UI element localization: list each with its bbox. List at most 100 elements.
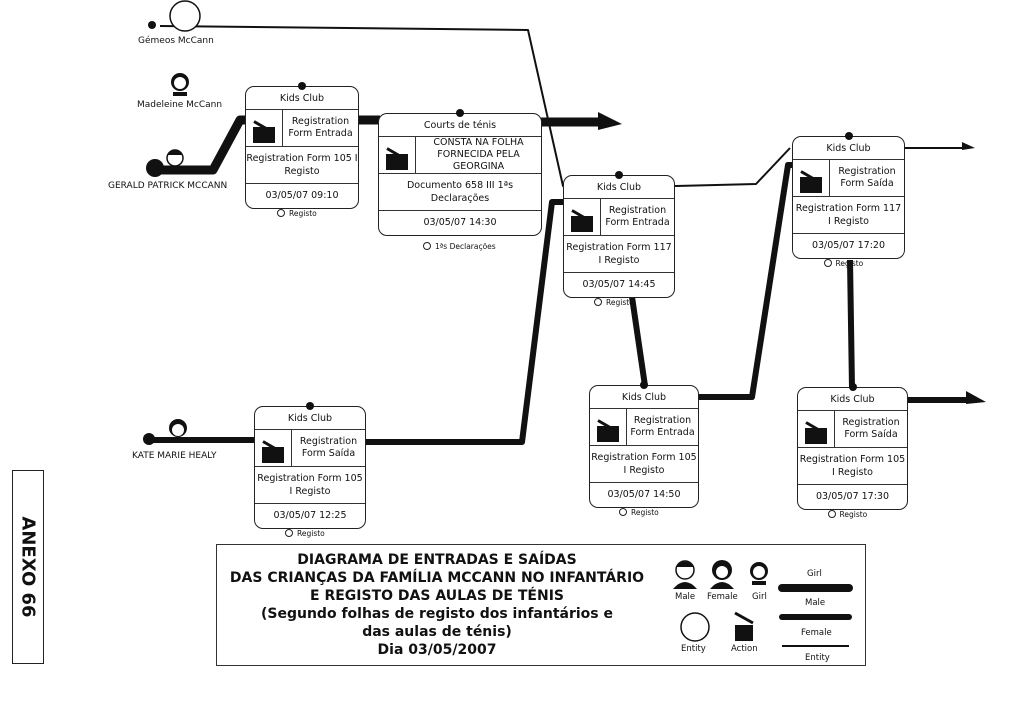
annex-label: ANEXO 66: [12, 470, 44, 664]
diagram-title: DIAGRAMA DE ENTRADAS E SAÍDAS DAS CRIANÇ…: [217, 551, 657, 659]
legend-line-male: Male: [805, 598, 826, 608]
card-action: Registration Form Entrada: [288, 116, 353, 139]
title-line: (Segundo folhas de registo dos infantári…: [261, 606, 613, 622]
kate-female-line-2: [365, 199, 565, 445]
card-reference: Registration Form 105 I Registo: [798, 448, 907, 485]
action-icon: [793, 160, 830, 196]
connector-dot: [848, 383, 857, 391]
card-datetime: 03/05/07 17:30: [815, 491, 890, 502]
action-icon: [564, 199, 601, 235]
kate-label: KATE MARIE HEALY: [132, 451, 217, 461]
female-icon: [169, 419, 187, 437]
girl-icon: [171, 73, 189, 96]
connector-dot: [615, 171, 623, 179]
card-caption: Registo: [285, 529, 325, 538]
legend-action: Action: [731, 644, 758, 654]
legend-symbols: [673, 560, 853, 647]
gerald-male-line: [158, 115, 248, 175]
twins-start-dot: [148, 21, 156, 29]
card-reference: Registration Form 117 I Registo: [564, 236, 674, 273]
kate-female-line-4: [698, 162, 794, 400]
action-icon: [734, 611, 754, 641]
card-action: Registration Form Saída: [842, 417, 900, 440]
card-title: Kids Club: [255, 407, 365, 430]
title-line: DAS CRIANÇAS DA FAMÍLIA MCCANN NO INFANT…: [229, 570, 645, 586]
legend-line-female: Female: [801, 628, 832, 638]
kate-female-line-3: [629, 296, 648, 387]
card-action: Registration Form Entrada: [605, 205, 670, 228]
card-action: Registration Form Entrada: [630, 415, 695, 438]
action-icon: [590, 409, 627, 445]
action-icon: [379, 137, 416, 173]
twins-label: Gémeos McCann: [138, 36, 214, 46]
card-reference: Registration Form 105 I Registo: [246, 147, 358, 184]
title-line: E REGISTO DAS AULAS DE TÉNIS: [310, 588, 564, 604]
female-icon: [710, 560, 734, 589]
legend-box: DIAGRAMA DE ENTRADAS E SAÍDAS DAS CRIANÇ…: [216, 544, 866, 666]
event-card: Kids Club Registration Form Entrada Regi…: [589, 381, 699, 508]
title-line: das aulas de ténis): [362, 624, 512, 640]
gerald-start-dot: [146, 159, 164, 177]
card-action: Registration Form Saída: [299, 436, 358, 459]
title-line: Dia 03/05/2007: [377, 642, 497, 658]
card-title: Kids Club: [564, 176, 674, 199]
entity-icon: [169, 0, 201, 32]
connector-dot: [640, 381, 648, 389]
card-caption: 1ªs Declarações: [423, 242, 496, 251]
card-datetime: 03/05/07 14:45: [582, 279, 656, 290]
title-line: DIAGRAMA DE ENTRADAS E SAÍDAS: [297, 552, 577, 568]
card-action: CONSTA NA FOLHA FORNECIDA PELA GEORGINA: [433, 137, 524, 172]
card-reference: Registration Form 105 I Registo: [255, 467, 365, 504]
card-datetime: 03/05/07 12:25: [273, 510, 347, 521]
girl-icon: [750, 562, 768, 585]
legend-male: Male: [675, 592, 696, 602]
legend-entity: Entity: [681, 644, 706, 654]
gerald-label: GERALD PATRICK MCCANN: [108, 181, 228, 191]
card-title: Kids Club: [590, 386, 698, 409]
legend-girl: Girl: [752, 592, 767, 602]
card-caption: Registo: [824, 259, 864, 268]
legend-line-girl: Girl: [807, 569, 822, 579]
card-title: Kids Club: [246, 87, 358, 110]
card-title: Kids Club: [798, 388, 907, 411]
card-title: Kids Club: [793, 137, 904, 160]
card-datetime: 03/05/07 09:10: [265, 190, 339, 201]
legend-female: Female: [707, 592, 738, 602]
kate-start-dot: [143, 433, 155, 445]
action-icon: [255, 430, 292, 466]
legend-line-entity: Entity: [805, 653, 830, 663]
card-title: Courts de ténis: [379, 114, 541, 137]
event-card: Kids Club Registration Form Entrada Regi…: [245, 82, 359, 209]
card-reference: Registration Form 117 I Registo: [793, 197, 904, 234]
card-reference: Documento 658 III 1ªs Declarações: [379, 174, 541, 211]
card-reference: Registration Form 105 I Registo: [590, 446, 698, 483]
card-datetime: 03/05/07 14:50: [607, 489, 681, 500]
event-card: Courts de ténis CONSTA NA FOLHA FORNECID…: [378, 109, 542, 236]
event-card: Kids Club Registration Form Saída Regist…: [792, 132, 905, 259]
connector-dot: [844, 132, 853, 140]
madeleine-label: Madeleine McCann: [137, 100, 223, 110]
male-icon: [166, 149, 184, 167]
event-card: Kids Club Registration Form Entrada Regi…: [563, 171, 675, 298]
event-card: Kids Club Registration Form Saída Regist…: [797, 383, 908, 510]
card-caption: Registo: [594, 298, 634, 307]
event-card: Kids Club Registration Form Saída Regist…: [254, 402, 366, 529]
connector-dot: [456, 109, 464, 117]
kate-female-line-5: [847, 259, 855, 389]
action-icon: [798, 411, 835, 447]
card-caption: Registo: [619, 508, 659, 517]
card-datetime: 03/05/07 17:20: [811, 240, 886, 251]
card-action: Registration Form Saída: [838, 166, 896, 189]
card-caption: Registo: [277, 209, 317, 218]
card-caption: Registo: [828, 510, 868, 519]
arrow-head: [966, 391, 986, 404]
connector-dot: [306, 402, 314, 410]
action-icon: [246, 110, 283, 146]
arrow-head: [598, 112, 622, 130]
connector-dot: [298, 82, 306, 90]
male-icon: [673, 560, 697, 589]
entity-icon: [680, 612, 710, 642]
arrow-head: [962, 142, 975, 150]
card-datetime: 03/05/07 14:30: [423, 217, 497, 228]
